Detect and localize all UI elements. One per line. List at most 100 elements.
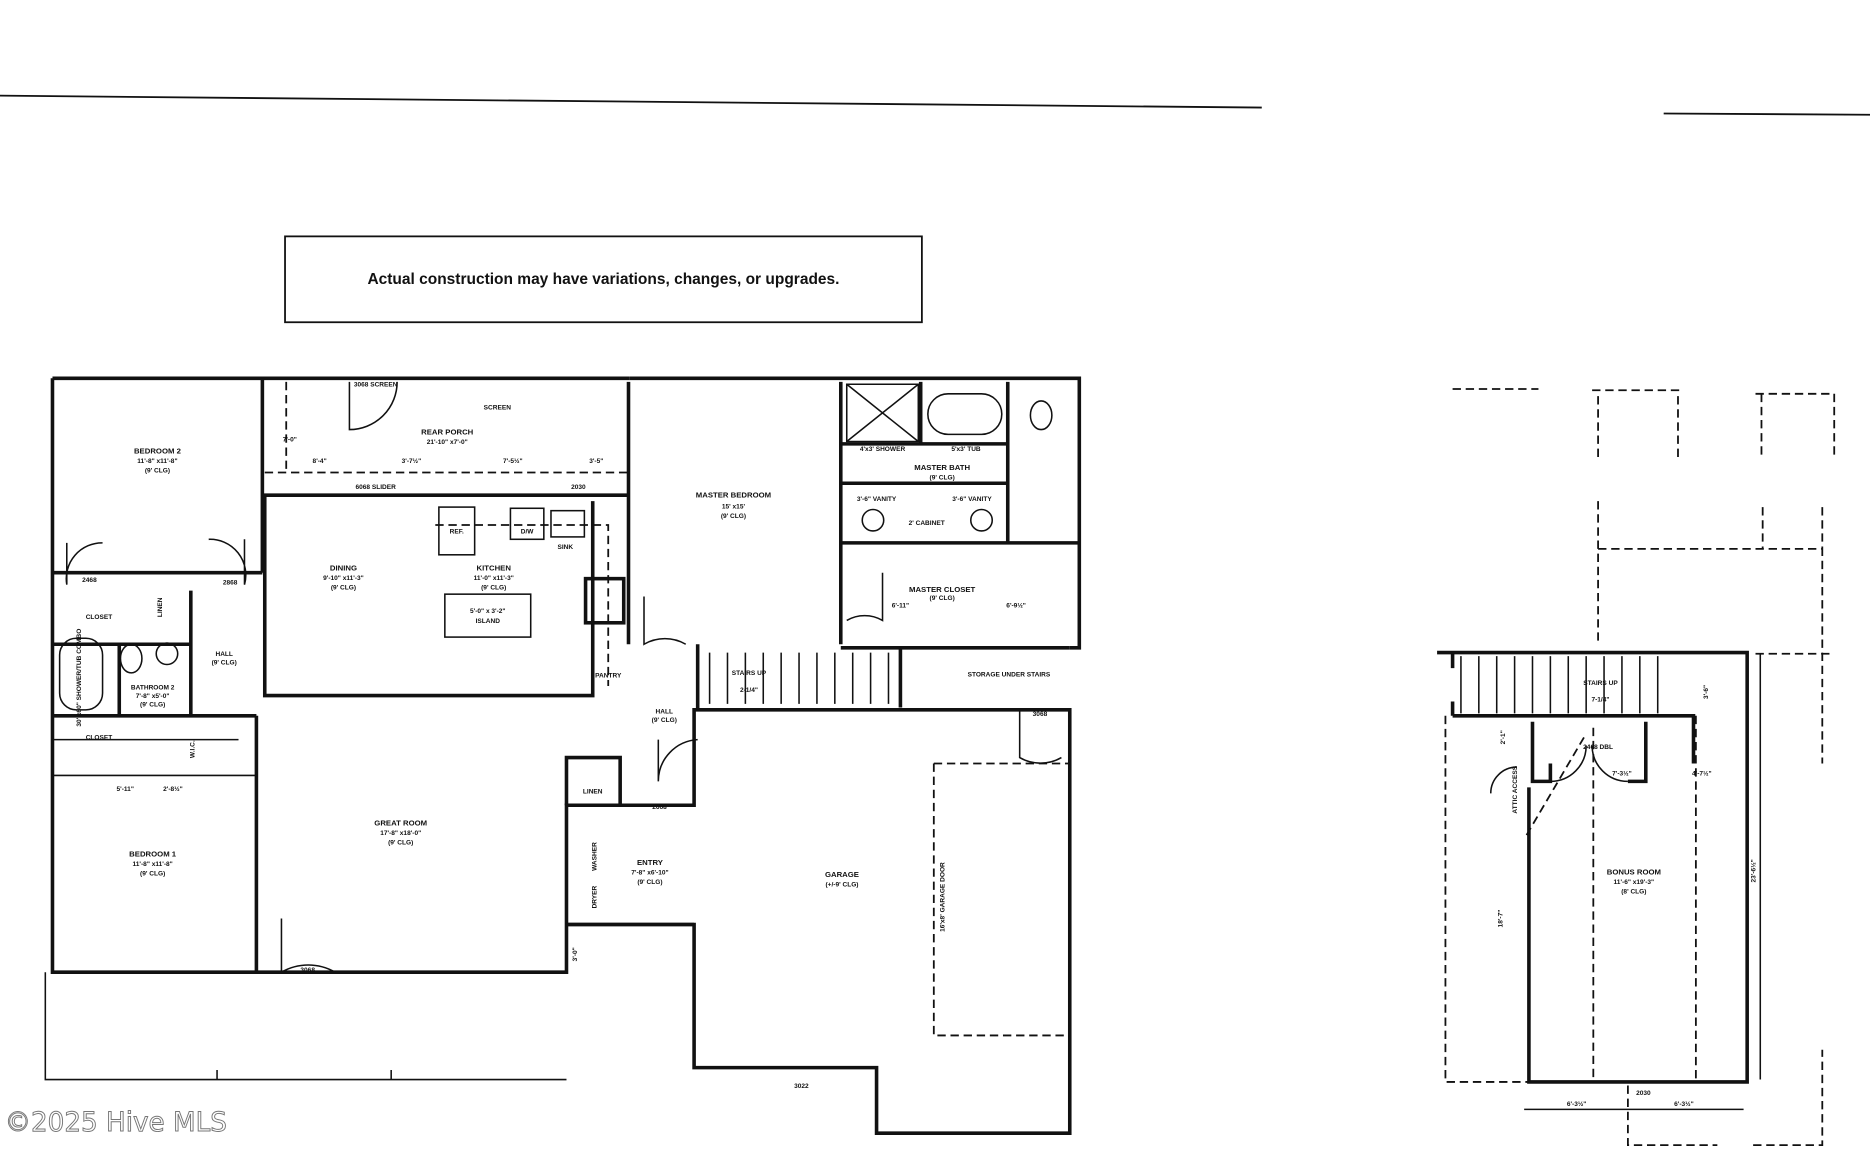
top-rule-right: [1663, 112, 1870, 116]
bathroom2-size: 7'-8" x5'-0": [136, 693, 170, 700]
bonus-room-name: BONUS ROOM: [1607, 867, 1661, 876]
master-bath-name: MASTER BATH: [914, 463, 970, 472]
master-closet-dim1: 6'-11": [892, 602, 909, 609]
tub: [927, 393, 1003, 436]
dw-label: D/W: [521, 528, 535, 535]
vanity-right-label: 3'-6" VANITY: [952, 496, 992, 503]
pantry-label: PANTRY: [595, 673, 622, 680]
bedroom2-name: BEDROOM 2: [134, 446, 181, 455]
shower: [845, 383, 920, 443]
door-code-3: 2668: [652, 804, 667, 811]
bonus-dim-1: 2'-1": [1500, 730, 1507, 744]
cabinet-label: 2' CABINET: [909, 520, 945, 527]
entry-size: 7'-8" x6'-10": [631, 869, 668, 876]
lavatory-left: [861, 508, 885, 532]
porch-depth: 7'-0": [283, 437, 297, 444]
range: [583, 576, 626, 625]
washer-label: WASHER: [591, 842, 598, 871]
porch-beam: [264, 381, 629, 474]
hall2-name: HALL: [656, 708, 673, 715]
door-code-1: 2468: [82, 577, 97, 584]
kitchen-name: KITCHEN: [477, 563, 512, 572]
rear-porch-name: REAR PORCH: [421, 427, 474, 436]
master-bedroom-size: 15' x15': [722, 503, 746, 510]
wic-label: W.I.C.: [189, 740, 196, 758]
bonus-window-label: 2030: [1636, 1090, 1651, 1097]
disclaimer-text: Actual construction may have variations,…: [367, 271, 839, 288]
door-code-2: 2868: [223, 580, 238, 587]
garage-window-label: 3022: [794, 1083, 809, 1090]
kitchen-clg: (9' CLG): [481, 584, 506, 591]
master-closet-clg: (9' CLG): [930, 595, 955, 602]
kitchen-counter: [435, 524, 610, 686]
shower-label: 4'x3' SHOWER: [860, 446, 906, 453]
vanity-left-label: 3'-6" VANITY: [857, 496, 897, 503]
island-size: 5'-0" x 3'-2": [470, 608, 506, 615]
master-closet-name: MASTER CLOSET: [909, 585, 976, 594]
kitchen-size: 11'-0" x11'-3": [474, 575, 514, 582]
porch-dim-3: 7'-5½": [503, 457, 523, 465]
bedroom2-clg: (9' CLG): [145, 468, 170, 475]
screen-label: SCREEN: [484, 404, 512, 411]
slider-label: 6068 SLIDER: [355, 484, 396, 491]
bonus-dim-7: 6'-3½": [1567, 1100, 1587, 1108]
lavatory-right: [970, 508, 994, 532]
closet-label-lower: CLOSET: [86, 735, 113, 742]
stair-treads: [708, 652, 890, 704]
master-bedroom-clg: (9' CLG): [721, 513, 746, 520]
toilet-bath2: [119, 643, 143, 674]
bonus-stairs-detail: 7-1/4": [1591, 696, 1609, 703]
bedroom1-clg: (9' CLG): [140, 871, 165, 878]
garage-name: GARAGE: [825, 870, 859, 879]
linen-entry-label: LINEN: [583, 788, 603, 795]
top-rule-left: [0, 94, 1262, 109]
island: [444, 593, 532, 638]
dryer-label: DRYER: [591, 885, 598, 908]
bedroom1-name: BEDROOM 1: [129, 850, 177, 859]
bonus-dim-2: 7'-3½": [1612, 769, 1632, 777]
toilet-master: [1029, 400, 1053, 431]
porch-dim-4: 3'-5": [589, 458, 603, 465]
bonus-stairs-label: STAIRS UP: [1583, 680, 1618, 687]
screen-door-label: 3068 SCREEN: [354, 382, 398, 389]
front-door-label: 3068: [300, 967, 315, 974]
rear-porch-size: 21'-10" x7'-0": [427, 439, 468, 446]
bonus-dim-6: 23'-6½": [1750, 859, 1758, 882]
bedroom1-size: 11'-8" x11'-8": [133, 861, 173, 868]
porch-dim-2: 3'-7½": [402, 457, 422, 465]
porch-dim: 3'-0": [572, 947, 579, 961]
master-bedroom-name: MASTER BEDROOM: [696, 491, 771, 500]
main-floor-labels: BEDROOM 2 11'-8" x11'-8" (9' CLG) REAR P…: [76, 382, 1051, 1090]
master-closet-dim2: 6'-9½": [1006, 601, 1026, 609]
master-bath-clg: (9' CLG): [930, 475, 955, 482]
bath2-tub-label: 30"x60" SHOWER/TUB COMBO: [76, 629, 83, 727]
bonus-dim-4: 3'-6": [1703, 685, 1710, 699]
hall-name: HALL: [215, 651, 232, 658]
closet-label-upper: CLOSET: [86, 614, 113, 621]
bonus-dim-3: 4'-7½": [1692, 769, 1712, 777]
island-name: ISLAND: [476, 618, 501, 625]
garage-door-label: 16'x8' GARAGE DOOR: [940, 862, 947, 932]
bedroom1-dim1: 5'-11": [117, 786, 134, 793]
hall2-clg: (9' CLG): [652, 717, 677, 724]
bonus-floor: BONUS ROOM 11'-6" x19'-3" (8' CLG) STAIR…: [1437, 388, 1836, 1147]
dishwasher: [509, 507, 545, 541]
dining-size: 9'-10" x11'-3": [323, 575, 364, 582]
front-porch: [44, 972, 567, 1081]
bonus-dim-8: 6'-3½": [1674, 1100, 1694, 1108]
ref-label: REF.: [450, 528, 464, 535]
bathroom2-name: BATHROOM 2: [131, 685, 175, 692]
window-label: 2030: [571, 484, 586, 491]
bath2-tub: [58, 637, 104, 711]
door-swings: [65, 381, 1062, 974]
attic-access-label: ATTIC ACCESS: [1512, 765, 1519, 813]
bath2-sink: [155, 642, 179, 666]
bonus-room-size: 11'-6" x19'-3": [1614, 879, 1655, 886]
bonus-dim-5: 18'-7": [1498, 910, 1505, 928]
entry-clg: (9' CLG): [637, 879, 662, 886]
stairs-detail: 2-1/4": [740, 687, 758, 694]
bedroom1-dim2: 2'-8½": [163, 785, 183, 793]
porch-dim-1: 8'-4": [313, 458, 327, 465]
sink-label: SINK: [557, 544, 573, 551]
dining-clg: (9' CLG): [331, 584, 356, 591]
